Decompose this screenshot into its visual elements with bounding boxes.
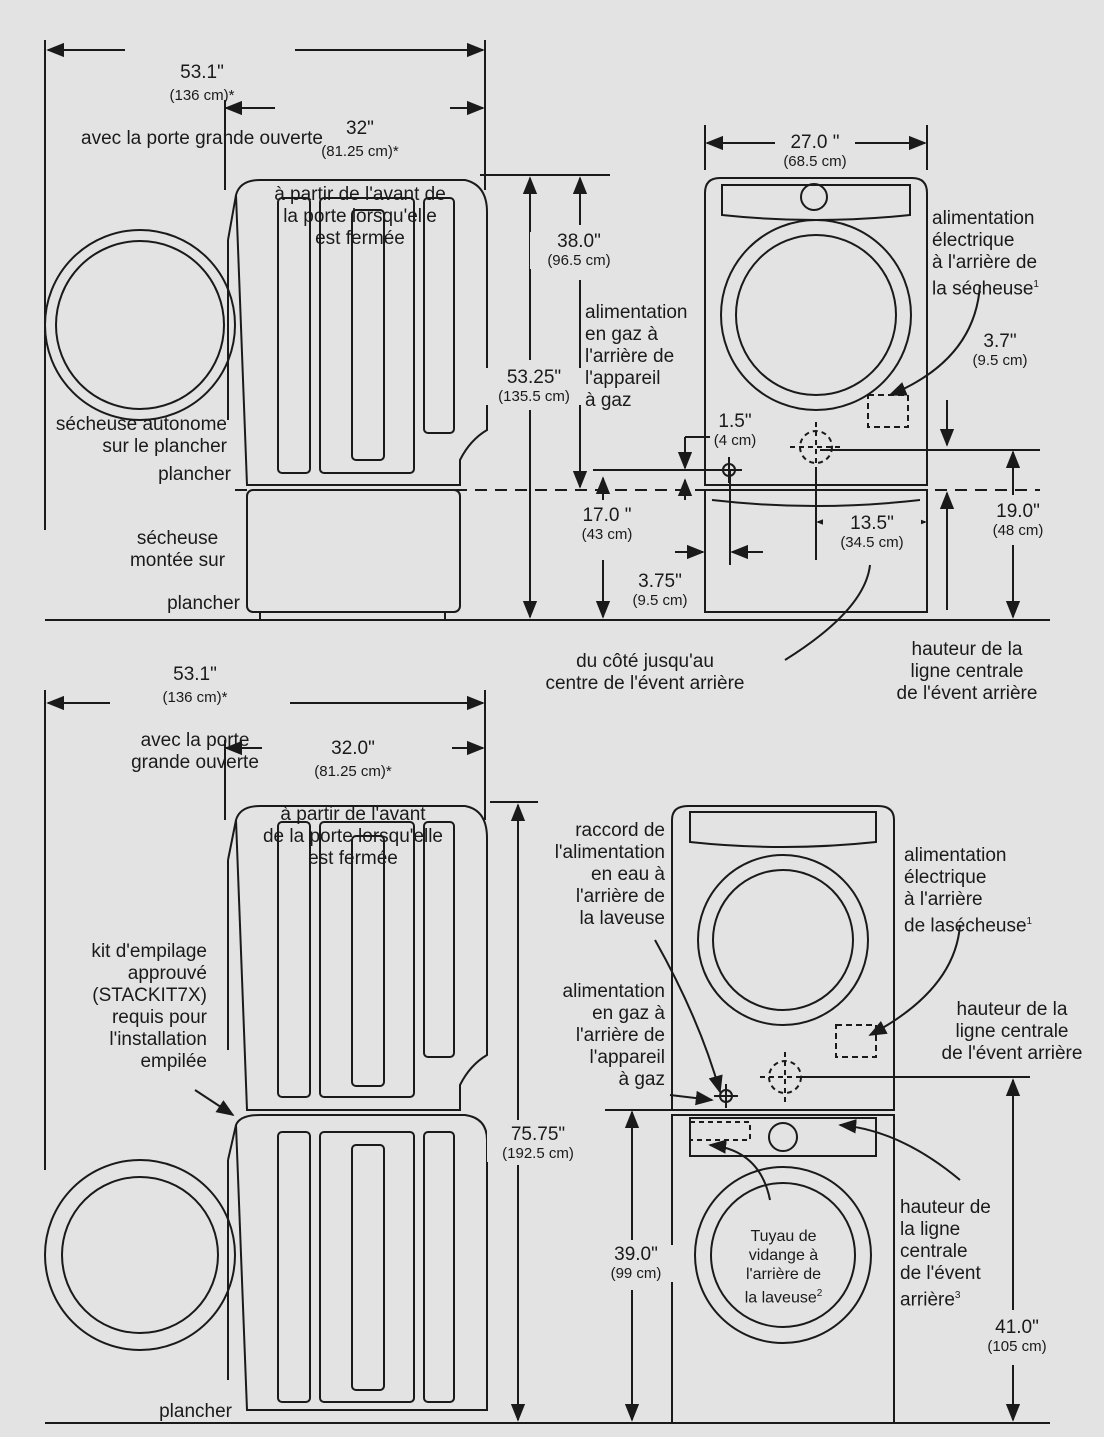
open-door-dim-bottom: 53.1" (136 cm)* avec la porte grande ouv… [90,642,300,774]
closed-door-dim-top: 32" (81.25 cm)* à partir de l'avant de l… [240,96,480,250]
dim-value: 3.75" [638,571,682,592]
dryer-front-top [704,177,928,486]
open-door-side-bottom [44,1159,236,1351]
vent-height-label-top: hauteur de la ligne centrale de l'évent … [896,639,1038,704]
dim-value: 3.7" [983,331,1017,352]
floor-label-bottom: plancher [159,1401,232,1422]
height-dryer-dim-top: 38.0" (96.5 cm) [530,232,628,269]
dim-value: 41.0" [995,1317,1039,1338]
pedestal-side-top [246,489,461,620]
height-total-dim-bottom: 75.75" (192.5 cm) [487,1125,589,1162]
width-dim-top: 27.0 " (68.5 cm) [760,132,870,171]
standalone-label: sécheuse autonome sur le plancher [55,414,227,457]
dim-metric: (96.5 cm) [547,252,611,269]
dim-value: 32" [346,118,374,139]
floor-label-2: plancher [167,593,240,614]
footnote-marker: 1 [1026,916,1033,927]
dim-value: 53.1" [173,664,217,685]
dim-metric: (105 cm) [987,1338,1047,1355]
dim-metric: (34.5 cm) [840,534,904,551]
electric-label-top: alimentation électrique à l'arrière de l… [932,186,1039,300]
dim-value: 38.0" [557,231,601,252]
dim-metric: (68.5 cm) [783,153,847,170]
dim-value: 53.25" [506,367,562,388]
vent-side-dim-top: 13.5" (34.5 cm) [823,514,921,551]
dim-value: 39.0" [614,1244,658,1265]
dim-metric: (43 cm) [581,526,633,543]
vent-height-dim-bottom: 41.0" (105 cm) [968,1318,1066,1355]
stacked-dryer-front [671,805,895,1111]
dim-caption: à partir de l'avant de la porte lorsqu'e… [274,184,446,249]
elec-offset-dim-top: 3.7" (9.5 cm) [955,331,1045,370]
open-door-dim-top: 53.1" (136 cm)* avec la porte grande ouv… [52,40,352,150]
dim-metric: (192.5 cm) [502,1145,574,1162]
dim-metric: (99 cm) [610,1265,662,1282]
label-text: Tuyau de vidange à l'arrière de la laveu… [744,1228,822,1307]
washer-height-dim: 39.0" (99 cm) [592,1245,680,1282]
dim-value: 27.0 " [790,132,840,153]
stack-kit-label: kit d'empilage approuvé (STACKIT7X) requ… [91,941,207,1072]
dim-value: 75.75" [510,1124,566,1145]
floor-label-1: plancher [158,464,231,485]
vent-rear-label: hauteur de la ligne centrale de l'évent … [900,1175,991,1311]
open-door-side-top [44,229,236,421]
pedestal-dim-top: 17.0 " (43 cm) [558,506,656,543]
gas-label-top: alimentation en gaz à l'arrière de l'app… [585,302,688,411]
washer-front [671,1114,895,1424]
water-label: raccord de l'alimentation en eau à l'arr… [554,820,665,929]
label-text: hauteur de la ligne centrale de l'évent … [900,1197,991,1311]
closed-door-dim-bottom: 32.0" (81.25 cm)* à partir de l'avant de… [228,716,478,870]
mounted-label: sécheuse montée sur [129,528,226,571]
gas-offset-dim-top: 1.5" (4 cm) [700,411,770,450]
height-total-dim-top: 53.25" (135.5 cm) [480,368,588,405]
dim-metric: (48 cm) [992,522,1044,539]
dim-value: 32.0" [331,738,375,759]
dim-metric: (136 cm)* [169,87,235,104]
dim-value: 19.0" [996,501,1040,522]
dim-metric: (81.25 cm)* [321,143,399,160]
dim-metric: (136 cm)* [162,689,228,706]
electric-label-bottom: alimentation électrique à l'arrière de l… [904,823,1032,937]
dim-value: 53.1" [180,62,224,83]
footnote-marker: 3 [954,1290,961,1301]
dim-value: 1.5" [718,411,752,432]
gas-label-bottom: alimentation en gaz à l'arrière de l'app… [562,981,665,1090]
vent-height-dim-top: 19.0" (48 cm) [970,502,1066,539]
washer-side [227,1114,488,1411]
dim-metric: (9.5 cm) [972,352,1028,369]
dim-metric: (81.25 cm)* [314,763,392,780]
dim-metric: (9.5 cm) [632,592,688,609]
footnote-marker: 2 [816,1288,823,1299]
vent-side-label: du côté jusqu'au centre de l'évent arriè… [545,651,745,694]
label-text: alimentation électrique à l'arrière de l… [904,845,1027,937]
label-text: alimentation électrique à l'arrière de l… [932,208,1038,300]
stacked-dryer-side [227,805,488,1111]
side-gap-dim-top: 3.75" (9.5 cm) [615,571,705,610]
dim-value: 13.5" [850,513,894,534]
footnote-marker: 1 [1033,279,1039,290]
dim-metric: (4 cm) [713,432,757,449]
dryer-side-top [227,179,488,486]
dim-caption: avec la porte grande ouverte [131,730,259,773]
dim-caption: à partir de l'avant de la porte lorsqu'e… [262,804,444,869]
dim-value: 17.0 " [582,505,632,526]
vent-label-bottom: hauteur de la ligne centrale de l'évent … [941,999,1083,1064]
dim-caption: avec la porte grande ouverte [81,128,323,149]
drain-label: Tuyau de vidange à l'arrière de la laveu… [726,1208,841,1307]
dim-metric: (135.5 cm) [498,388,570,405]
